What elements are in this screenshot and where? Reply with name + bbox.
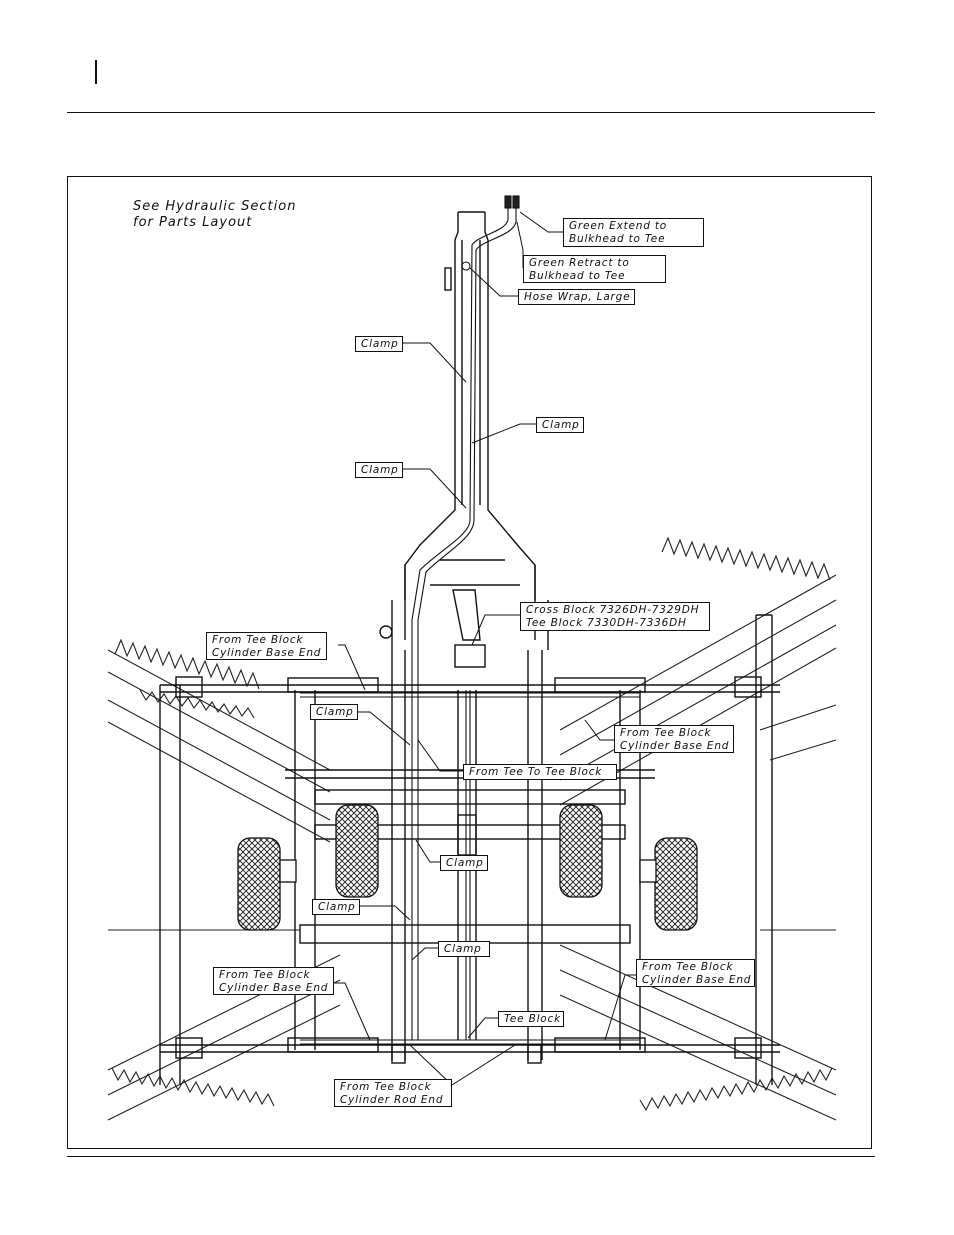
note-line-2: for Parts Layout [133,215,253,230]
callout-tee-base-left-bottom: From Tee Block Cylinder Base End [213,967,334,995]
callout-tee-rod-end: From Tee Block Cylinder Rod End [334,1079,452,1107]
diagram-frame [67,176,872,1149]
callout-tee-base-left-top: From Tee Block Cylinder Base End [206,632,327,660]
callout-line: Tee Block 7330DH-7336DH [526,617,687,629]
callout-line: Clamp [318,901,356,913]
callout-line: Bulkhead to Tee [569,233,666,245]
main-frame [159,614,780,1085]
see-hydraulic-section-note: See Hydraulic Section for Parts Layout [133,199,296,231]
callout-line: Cross Block 7326DH-7329DH [526,604,700,616]
callout-line: Cylinder Base End [642,974,752,986]
callout-green-retract: Green Retract to Bulkhead to Tee [523,255,666,283]
tongue-and-hitch [391,211,549,650]
callout-clamp-bottom-center: Clamp [438,941,490,957]
callout-hose-wrap: Hose Wrap, Large [518,289,635,305]
callout-line: Cylinder Base End [620,740,730,752]
callout-line: Cylinder Base End [212,647,322,659]
callout-tee-base-right-top: From Tee Block Cylinder Base End [614,725,734,753]
callout-clamp-left-low: Clamp [312,899,360,915]
callout-line: Clamp [444,943,482,955]
callout-line: Hose Wrap, Large [524,291,631,303]
callout-clamp-mid-left: Clamp [355,462,403,478]
callout-line: Clamp [316,706,354,718]
callout-line: From Tee Block [642,961,734,973]
callout-line: Cylinder Base End [219,982,329,994]
header-rule [67,112,875,113]
callout-clamp-upper-right: Clamp [536,417,584,433]
callout-line: Cylinder Rod End [340,1094,444,1106]
callout-line: From Tee Block [620,727,712,739]
gang-lower-left [107,954,341,1121]
callout-line: Clamp [361,464,399,476]
callout-clamp-center-low: Clamp [440,855,488,871]
gang-lower-right [559,929,837,1121]
callout-line: Clamp [446,857,484,869]
gang-upper-left [107,638,331,843]
callout-line: From Tee To Tee Block [469,766,603,778]
callout-line: Tee Block [504,1013,561,1025]
note-line-1: See Hydraulic Section [133,199,297,214]
callout-line: From Tee Block [340,1081,432,1093]
callout-clamp-upper-left: Clamp [355,336,403,352]
callout-line: Green Extend to [569,220,667,232]
callout-line: From Tee Block [219,969,311,981]
callout-tee-to-tee: From Tee To Tee Block [463,764,617,780]
rotary-harrow-gangs [107,536,837,1121]
callout-clamp-frame-left: Clamp [310,704,358,720]
callout-line: Green Retract to [529,257,630,269]
callout-tee-block: Tee Block [498,1011,564,1027]
callout-cross-block: Cross Block 7326DH-7329DH Tee Block 7330… [520,602,710,631]
footer-rule [67,1156,875,1157]
wheels [237,804,698,931]
callout-line: Clamp [542,419,580,431]
callout-tee-base-right-bottom: From Tee Block Cylinder Base End [636,959,755,987]
callout-line: Bulkhead to Tee [529,270,626,282]
callout-green-extend: Green Extend to Bulkhead to Tee [563,218,704,247]
callout-line: Clamp [361,338,399,350]
leader-lines [331,211,636,1086]
callout-line: From Tee Block [212,634,304,646]
header-tab-mark [95,60,97,84]
